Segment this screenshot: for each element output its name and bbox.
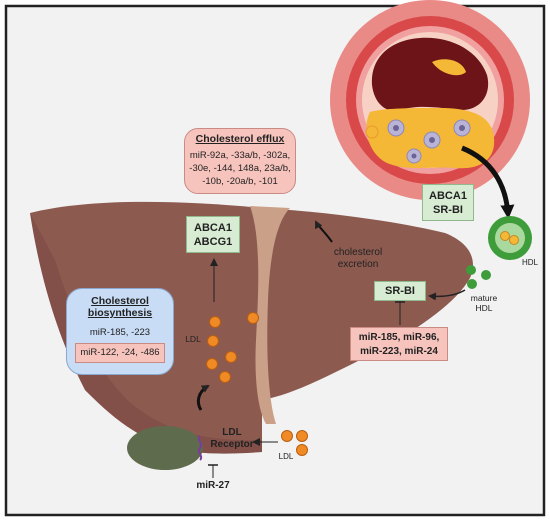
plaque-small xyxy=(432,59,466,76)
abca1-srbi-box: ABCA1 SR-BI xyxy=(422,184,474,221)
plaque-lipid xyxy=(365,125,379,139)
ldl-particle-icon xyxy=(206,358,218,370)
hdl-label: HDL xyxy=(522,258,539,267)
hdl-particle-icon xyxy=(481,270,491,280)
ldl-particle-icon xyxy=(207,335,219,347)
liver-left-lobe xyxy=(262,208,473,400)
ldl-particle-icon xyxy=(296,444,308,456)
abca1-abcg1-box: ABCA1 ABCG1 xyxy=(186,216,240,253)
artery-transporter-label-1: ABCA1 xyxy=(429,190,467,202)
cholesterol-excretion-label: cholesterol excretion xyxy=(322,247,394,270)
liver-transporter-label-2: ABCG1 xyxy=(193,236,233,248)
ldl-particle-icon xyxy=(281,430,293,442)
ldl-particle-icon xyxy=(296,430,308,442)
arrow-icon xyxy=(196,384,210,411)
cholesterol-excretion-line-2: excretion xyxy=(337,258,379,270)
hdl-particle-icon xyxy=(467,279,477,289)
inhibition-bar-icon xyxy=(395,301,405,325)
hdl-particle-icon xyxy=(466,265,476,275)
artery-transporter-label-2: SR-BI xyxy=(433,204,463,216)
ldl-particle-icon xyxy=(247,312,259,324)
blood-lumen xyxy=(371,37,489,111)
cholesterol-efflux-title: Cholesterol efflux xyxy=(195,133,285,145)
biosynthesis-title-line-2: biosynthesis xyxy=(87,307,153,319)
srbi-mirs-box: miR-185, miR-96, miR-223, miR-24 xyxy=(350,327,448,361)
arrow-icon xyxy=(461,145,515,219)
mature-hdl-label: mature HDL xyxy=(462,293,506,314)
liver-transporter-label-1: ABCA1 xyxy=(194,222,232,234)
srbi-mirs-line-1: miR-185, miR-96, xyxy=(358,332,440,343)
ldl-particle-icon xyxy=(219,371,231,383)
hdl-particle-icon xyxy=(488,216,532,260)
efflux-mir-line-3: -10b, -20a/b, -101 xyxy=(202,176,278,187)
biosynthesis-mirs: miR-185, -223 xyxy=(89,327,151,338)
ldl-liver-label: LDL xyxy=(185,334,201,344)
srbi-label: SR-BI xyxy=(385,285,415,297)
arrow-icon xyxy=(428,289,466,301)
mir-27-label: miR-27 xyxy=(196,480,230,491)
foam-cell-icon xyxy=(423,131,441,149)
foam-cell-icon xyxy=(406,148,422,164)
foam-cell-icon xyxy=(387,119,405,137)
efflux-mir-line-1: miR-92a, -33a/b, -302a, xyxy=(189,150,291,161)
biosynthesis-title-line-1: Cholesterol xyxy=(91,295,149,307)
cholesterol-biosynthesis-box: Cholesterol biosynthesis miR-185, -223 m… xyxy=(66,288,174,375)
foam-cell-icon xyxy=(453,119,471,137)
ldl-particle-icon xyxy=(209,316,221,328)
ldl-outside-label: LDL xyxy=(278,452,294,461)
srbi-box: SR-BI xyxy=(374,281,426,301)
efflux-mir-line-2: -30e, -144, 148a, 23a/b, xyxy=(189,163,291,174)
ldl-receptor-line-2: Receptor xyxy=(210,438,254,450)
cholesterol-excretion-line-1: cholesterol xyxy=(333,247,383,258)
srbi-mirs-line-2: miR-223, miR-24 xyxy=(360,346,438,357)
ldl-receptor-label: LDL Receptor xyxy=(202,427,262,450)
gallbladder xyxy=(127,426,203,470)
receptor-icon xyxy=(197,435,203,461)
cholesterol-efflux-box: Cholesterol efflux miR-92a, -33a/b, -302… xyxy=(184,128,296,194)
liver-falciform-ligament xyxy=(250,206,290,424)
mature-hdl-line-1: mature xyxy=(470,293,498,303)
mature-hdl-line-2: HDL xyxy=(475,302,493,313)
biosynthesis-mirs-box: miR-122, -24, -486 xyxy=(75,343,165,363)
ldl-particle-icon xyxy=(225,351,237,363)
inhibition-bar-icon xyxy=(208,464,218,478)
arrow-icon xyxy=(315,220,333,243)
ldl-receptor-line-1: LDL xyxy=(222,427,242,438)
